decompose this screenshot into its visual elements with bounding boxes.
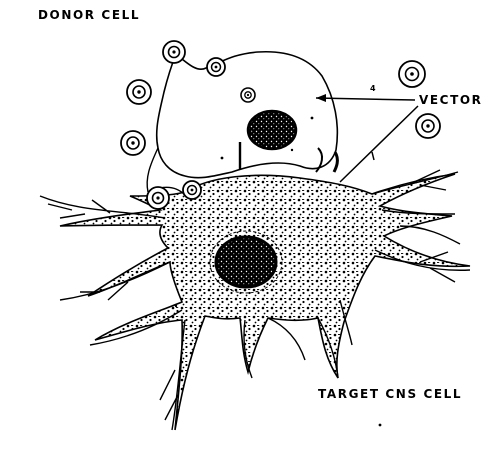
donor-cell: [147, 52, 337, 192]
donor-granule: [221, 157, 224, 160]
target-cns-cell-label: TARGET CNS CELL: [318, 387, 462, 401]
target-cell-nucleus: [216, 237, 276, 287]
donor-cell-nucleus: [248, 111, 296, 149]
vector-pointer-tick: [372, 152, 374, 160]
vector-particle: [121, 131, 145, 155]
vector-particle-budding: [207, 58, 225, 76]
vector-particle: [127, 80, 151, 104]
vector-pointer-line-lower: [340, 106, 418, 182]
donor-cell-label: DONOR CELL: [38, 8, 140, 22]
donor-granule: [291, 149, 293, 151]
speck: [175, 305, 177, 307]
donor-cell-membrane: [157, 52, 338, 178]
donor-cell-lower-membrane: [147, 148, 158, 192]
donor-granule: [311, 117, 314, 120]
process-right-upper: [372, 170, 458, 194]
vector-label: VECTOR: [419, 93, 483, 107]
vector-particle-internal: [241, 88, 255, 102]
speck: [379, 424, 382, 427]
vector-particle: [399, 61, 425, 87]
vector-particle: [147, 187, 169, 209]
vector-particle-fusing: [183, 181, 201, 199]
donor-granule: [249, 131, 252, 134]
vector-particle: [163, 41, 185, 63]
annotation-number: 4: [370, 84, 376, 93]
vector-particle: [416, 114, 440, 138]
